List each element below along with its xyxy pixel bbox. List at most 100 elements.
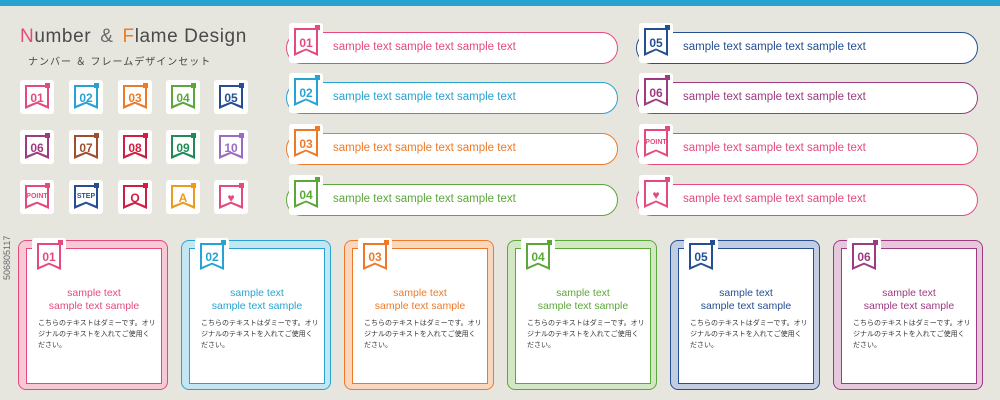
bar-ribbon-badge: POINT <box>639 124 673 164</box>
ribbon-icon: A <box>166 180 200 214</box>
ribbon-icon: 03 <box>118 80 152 114</box>
bar-badge-label: POINT <box>645 139 667 146</box>
bar-badge-label: ♥ <box>652 188 660 202</box>
card-badge-label: 02 <box>205 250 219 264</box>
bar-text: sample text sample text sample text <box>683 91 866 103</box>
ribbon-icon-label: A <box>178 191 188 205</box>
bar-ribbon-badge: 04 <box>289 175 323 215</box>
ribbon-icon: 05 <box>214 80 248 114</box>
page-title: Number&Flame Design <box>20 26 247 48</box>
title-word-1: umber <box>34 26 92 47</box>
ribbon-icon-label: 02 <box>79 91 93 105</box>
ribbon-icon: Q <box>118 180 152 214</box>
card-badge-label: 06 <box>857 250 871 264</box>
card-heading-line-2: sample text sample <box>863 300 955 312</box>
card-heading-line-2: sample text sample <box>211 300 303 312</box>
ribbon-icon-label: 06 <box>30 141 44 155</box>
bar-text: sample text sample text sample text <box>683 41 866 53</box>
title-word-2: lame Design <box>134 26 247 47</box>
label-bar: ♥ sample text sample text sample text <box>636 175 978 216</box>
card-body-text: こちらのテキストはダミーです。オリジナルのテキストを入れてご使用ください。 <box>853 320 971 349</box>
bar-badge-label: 03 <box>299 137 313 151</box>
bar-text: sample text sample text sample text <box>683 142 866 154</box>
bar-ribbon-badge: 06 <box>639 73 673 113</box>
title-ampersand: & <box>100 26 114 47</box>
ribbon-icon: ♥ <box>214 180 248 214</box>
ribbon-icon: 09 <box>166 130 200 164</box>
ribbon-icon-label: STEP <box>76 193 96 200</box>
label-bar: 03 sample text sample text sample text <box>286 124 618 165</box>
card-body-text: こちらのテキストはダミーです。オリジナルのテキストを入れてご使用ください。 <box>527 320 645 349</box>
ribbon-icon-label: 04 <box>176 91 190 105</box>
bar-ribbon-badge: 02 <box>289 73 323 113</box>
label-bar: 05 sample text sample text sample text <box>636 23 978 64</box>
bar-ribbon-badge: ♥ <box>639 175 673 215</box>
card-ribbon-badge: 06 <box>847 238 881 276</box>
ribbon-icon-label: 01 <box>30 91 44 105</box>
card-heading-line-1: sample text <box>719 287 773 299</box>
bar-text: sample text sample text sample text <box>333 142 516 154</box>
ribbon-icon: 04 <box>166 80 200 114</box>
top-accent-bar <box>0 0 1000 6</box>
title-initial-f: F <box>122 26 135 47</box>
ribbon-icon: 06 <box>20 130 54 164</box>
card-ribbon-badge: 02 <box>195 238 229 276</box>
ribbon-icon-label: POINT <box>26 193 48 200</box>
ribbon-icon-label: 09 <box>176 141 190 155</box>
card-heading-line-1: sample text <box>556 287 610 299</box>
ribbon-icon-label: 07 <box>79 141 93 155</box>
card-badge-label: 03 <box>368 250 382 264</box>
ribbon-icon-label: ♥ <box>227 191 235 205</box>
page-subtitle: ナンバー ＆ フレームデザインセット <box>28 57 212 68</box>
bar-text: sample text sample text sample text <box>333 41 516 53</box>
ribbon-icon: 08 <box>118 130 152 164</box>
bar-text: sample text sample text sample text <box>683 193 866 205</box>
card-ribbon-badge: 03 <box>358 238 392 276</box>
bar-badge-label: 06 <box>649 86 663 100</box>
bar-text: sample text sample text sample text <box>333 91 516 103</box>
card-badge-label: 05 <box>694 250 708 264</box>
label-bar: 02 sample text sample text sample text <box>286 73 618 114</box>
ribbon-icon: 01 <box>20 80 54 114</box>
ribbon-icon: STEP <box>69 180 103 214</box>
card-badge-label: 01 <box>42 250 56 264</box>
bar-ribbon-badge: 01 <box>289 23 323 63</box>
ribbon-icon-label: 08 <box>128 141 142 155</box>
card-ribbon-badge: 04 <box>521 238 555 276</box>
card-body-text: こちらのテキストはダミーです。オリジナルのテキストを入れてご使用ください。 <box>690 320 808 349</box>
label-bar: 04 sample text sample text sample text <box>286 175 618 216</box>
bar-badge-label: 02 <box>299 86 313 100</box>
ribbon-icon-label: 03 <box>128 91 142 105</box>
ribbon-icon: POINT <box>20 180 54 214</box>
stock-id: 506805117 <box>2 235 12 280</box>
card-ribbon-badge: 01 <box>32 238 66 276</box>
bar-badge-label: 05 <box>649 36 663 50</box>
card-body-text: こちらのテキストはダミーです。オリジナルのテキストを入れてご使用ください。 <box>201 320 319 349</box>
bar-badge-label: 01 <box>299 36 313 50</box>
card-ribbon-badge: 05 <box>684 238 718 276</box>
bar-text: sample text sample text sample text <box>333 193 516 205</box>
bar-ribbon-badge: 03 <box>289 124 323 164</box>
card-badge-label: 04 <box>531 250 545 264</box>
label-bar: 06 sample text sample text sample text <box>636 73 978 114</box>
card-body-text: こちらのテキストはダミーです。オリジナルのテキストを入れてご使用ください。 <box>38 320 156 349</box>
card-heading-line-1: sample text <box>67 287 121 299</box>
bar-badge-label: 04 <box>299 188 313 202</box>
ribbon-icon: 07 <box>69 130 103 164</box>
card-heading-line-2: sample text sample <box>537 300 629 312</box>
bar-ribbon-badge: 05 <box>639 23 673 63</box>
card-heading-line-2: sample text sample <box>374 300 466 312</box>
card-heading-line-2: sample text sample <box>700 300 792 312</box>
card-heading-line-1: sample text <box>393 287 447 299</box>
card-heading-line-1: sample text <box>230 287 284 299</box>
card-heading-line-1: sample text <box>882 287 936 299</box>
label-bar: 01 sample text sample text sample text <box>286 23 618 64</box>
card-body-text: こちらのテキストはダミーです。オリジナルのテキストを入れてご使用ください。 <box>364 320 482 349</box>
ribbon-icon: 02 <box>69 80 103 114</box>
